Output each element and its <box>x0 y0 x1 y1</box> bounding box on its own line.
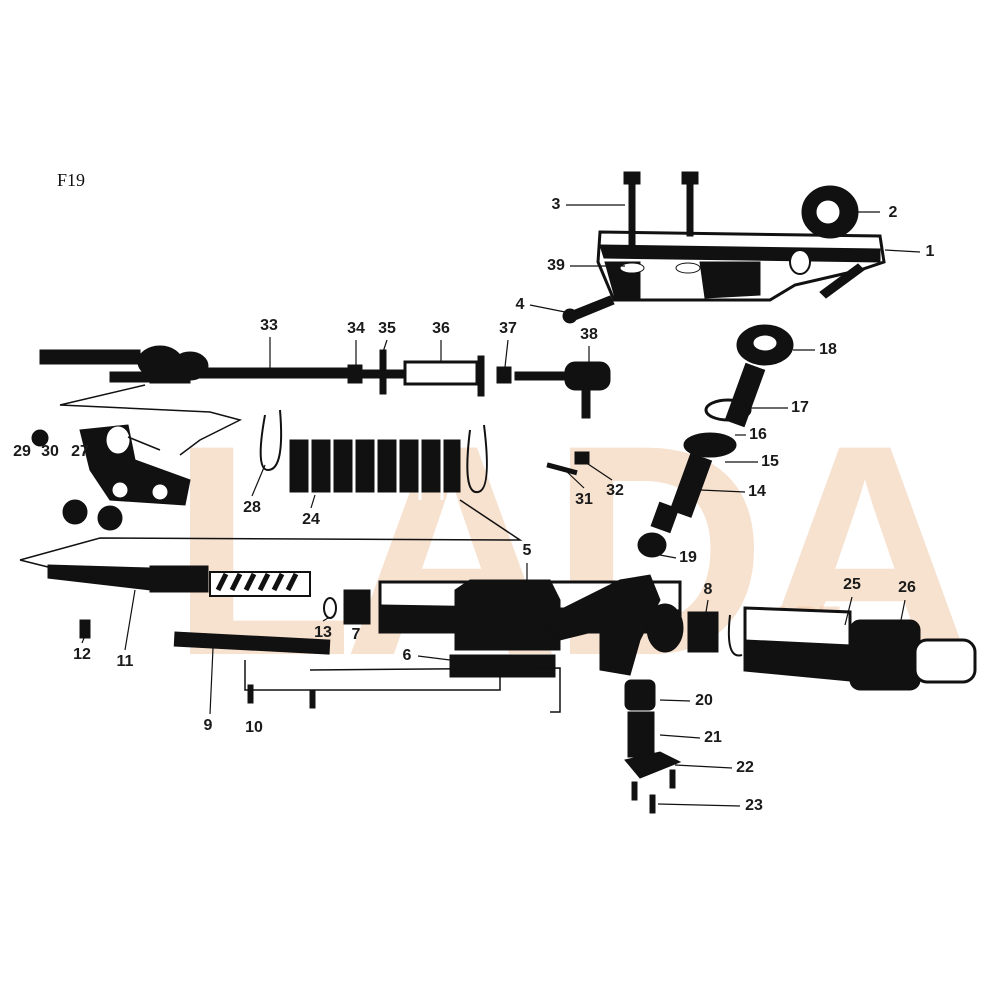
part-label-39: 39 <box>547 257 565 274</box>
part-label-7: 7 <box>351 626 361 643</box>
part-label-29: 29 <box>13 443 31 460</box>
part-label-27: 27 <box>71 443 89 460</box>
rubber-bush-2 <box>801 185 859 239</box>
part-label-18: 18 <box>819 341 837 358</box>
part-label-1: 1 <box>925 243 935 260</box>
bolts-3 <box>623 171 699 247</box>
part-label-33: 33 <box>260 317 278 334</box>
part-label-38: 38 <box>580 326 598 343</box>
figure-id: F19 <box>57 170 86 190</box>
part-label-17: 17 <box>791 399 809 416</box>
part-label-23: 23 <box>745 797 763 814</box>
part-label-14: 14 <box>748 483 766 500</box>
part-label-13: 13 <box>314 624 332 641</box>
part-label-25: 25 <box>843 576 861 593</box>
part-label-32: 32 <box>606 482 624 499</box>
part-label-35: 35 <box>378 320 396 337</box>
part-label-22: 22 <box>736 759 754 776</box>
part-label-21: 21 <box>704 729 722 746</box>
part-label-16: 16 <box>749 426 767 443</box>
part-label-24: 24 <box>302 511 320 528</box>
part-label-37: 37 <box>499 320 517 337</box>
part-label-19: 19 <box>679 549 697 566</box>
rubber-boot <box>289 432 461 500</box>
tie-rod-bracket <box>31 424 191 531</box>
part-label-31: 31 <box>575 491 593 508</box>
tie-rod-assembly <box>39 345 611 419</box>
part-label-26: 26 <box>898 579 916 596</box>
part-label-3: 3 <box>551 196 561 213</box>
part-label-2: 2 <box>888 204 898 221</box>
part-label-8: 8 <box>703 581 713 598</box>
part-label-34: 34 <box>347 320 365 337</box>
part-label-12: 12 <box>73 646 91 663</box>
rack-plate-9 <box>173 631 331 655</box>
part-label-6: 6 <box>402 647 412 664</box>
clamp-28 <box>259 409 283 472</box>
pinion-assembly <box>650 324 794 534</box>
mounting-bracket <box>596 230 886 302</box>
part-label-30: 30 <box>41 443 59 460</box>
part-label-15: 15 <box>761 453 779 470</box>
end-housing <box>727 606 977 691</box>
steering-gear-housing <box>378 532 719 678</box>
part-label-36: 36 <box>432 320 450 337</box>
steering-rack <box>47 564 371 639</box>
part-label-28: 28 <box>243 499 261 516</box>
part-label-11: 11 <box>116 653 134 670</box>
part-label-10: 10 <box>245 719 263 736</box>
adjuster-assembly <box>247 679 682 814</box>
part-label-4: 4 <box>515 296 525 313</box>
part-label-20: 20 <box>695 692 713 709</box>
part-label-9: 9 <box>203 717 213 734</box>
part-label-5: 5 <box>522 542 532 559</box>
leader-lines <box>81 204 921 807</box>
assembly-outlines <box>19 384 561 713</box>
